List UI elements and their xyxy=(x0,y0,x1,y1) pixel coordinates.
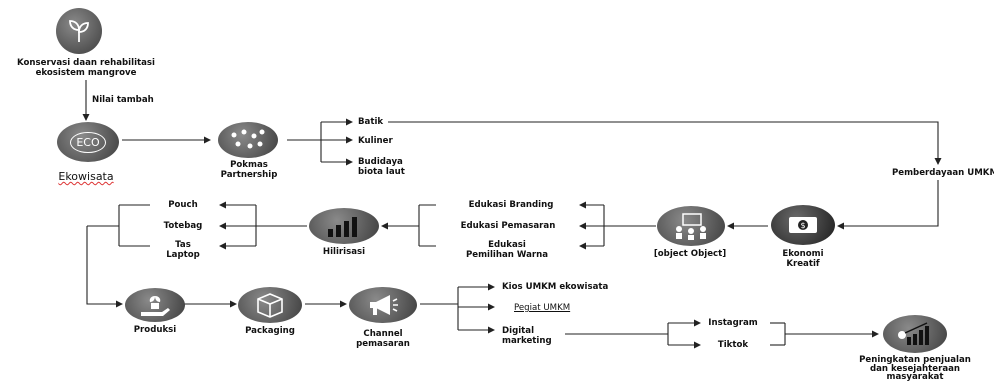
digital-label-line2: marketing xyxy=(502,336,552,346)
eco-badge-text: ECO xyxy=(70,131,106,153)
bar-growth-icon xyxy=(309,208,379,244)
arrow-batik-pemberdayaan xyxy=(388,121,942,165)
growth-chart-icon xyxy=(883,315,947,353)
ekonomi-label-line1: Ekonomi xyxy=(782,249,824,259)
hand-plant-icon xyxy=(125,288,185,322)
batik-label: Batik xyxy=(358,117,384,127)
megaphone-icon xyxy=(349,287,417,323)
edukasi-warna-label-line1: Edukasi xyxy=(488,240,526,250)
tas-label-line2: Laptop xyxy=(166,250,200,260)
arrow-pemberdayaan-ekonomi xyxy=(837,180,939,230)
eco-badge-icon: ECO xyxy=(57,122,119,162)
nilai-tambah-label: Nilai tambah xyxy=(92,95,154,105)
pembekalan-label: [object Object] xyxy=(653,249,727,259)
channel-label-line1: Channel xyxy=(363,329,403,339)
produksi-label: Produksi xyxy=(133,325,177,335)
instagram-label: Instagram xyxy=(708,318,758,328)
hilirisasi-label: Hilirisasi xyxy=(322,247,366,257)
sprout-icon xyxy=(56,8,102,54)
budidaya-label-line1: Budidaya xyxy=(358,157,403,167)
peningkatan-label-line1: Peningkatan penjualan xyxy=(859,355,971,365)
arrow-to-produksi xyxy=(86,226,123,308)
konservasi-label-line1: Konservasi daan rehabilitasi xyxy=(17,58,155,68)
totebag-label: Totebag xyxy=(163,221,203,231)
training-icon xyxy=(657,206,725,246)
peningkatan-label-line3: masyarakat xyxy=(886,372,944,382)
pegiat-label: Pegiat UMKM xyxy=(514,303,571,313)
packaging-label: Packaging xyxy=(245,326,295,336)
money-icon: $ xyxy=(771,205,835,245)
pouch-label: Pouch xyxy=(168,200,198,210)
svg-text:$: $ xyxy=(800,221,805,230)
kuliner-label: Kuliner xyxy=(358,136,393,146)
box-icon xyxy=(238,287,302,323)
peningkatan-label-line2: dan kesejahteraan xyxy=(869,364,961,374)
pokmas-label-line1: Pokmas xyxy=(230,160,268,170)
pokmas-label-line2: Partnership xyxy=(220,170,278,180)
digital-label-line1: Digital xyxy=(502,326,535,336)
tiktok-label: Tiktok xyxy=(717,340,749,350)
edukasi-warna-label-line2: Pemilihan Warna xyxy=(465,250,549,260)
konservasi-label-line2: ekosistem mangrove xyxy=(35,68,137,78)
budidaya-label-line2: biota laut xyxy=(358,167,405,177)
network-icon xyxy=(218,122,278,158)
ekonomi-label-line2: Kreatif xyxy=(786,259,820,269)
edukasi-pemasaran-label: Edukasi Pemasaran xyxy=(460,221,556,231)
tas-label-line1: Tas xyxy=(175,240,191,250)
edukasi-branding-label: Edukasi Branding xyxy=(468,200,554,210)
pemberdayaan-label: Pemberdayaan UMKM xyxy=(889,168,994,178)
channel-label-line2: pemasaran xyxy=(356,339,410,349)
ekowisata-label: Ekowisata xyxy=(58,170,114,183)
kios-label: Kios UMKM ekowisata xyxy=(502,282,609,292)
